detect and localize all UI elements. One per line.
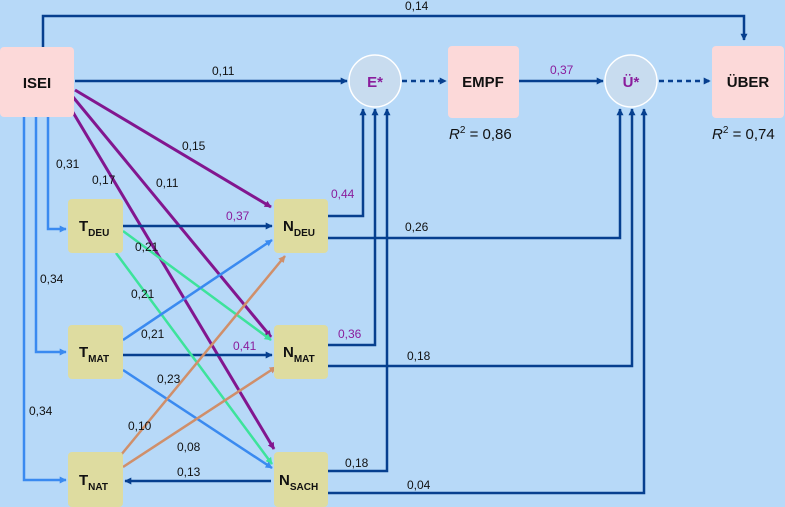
coef-ndeu-ue: 0,26 bbox=[405, 220, 429, 234]
node-ndeu-box bbox=[274, 199, 328, 253]
coef-tmat-ndeu: 0,21 bbox=[141, 327, 165, 341]
path-nsach-ue bbox=[328, 108, 648, 495]
coef-ndeu-e: 0,44 bbox=[331, 187, 355, 201]
node-nmat-label: NMAT bbox=[283, 344, 315, 365]
coef-tnat-ndeu: 0,10 bbox=[128, 419, 152, 433]
nodes: ISEI E* EMPF Ü* ÜBER TDEU TMAT TNAT NDEU… bbox=[0, 46, 784, 507]
node-e-label: E* bbox=[367, 74, 383, 91]
coef-isei-ueber: 0,14 bbox=[405, 0, 429, 13]
node-nsach-box bbox=[274, 452, 328, 507]
r2-ueber: R2 = 0,74 bbox=[712, 125, 775, 143]
coef-isei-tdeu: 0,31 bbox=[56, 157, 80, 171]
coef-isei-tnat: 0,34 bbox=[29, 404, 53, 418]
node-tdeu-label: TDEU bbox=[79, 218, 109, 239]
coefficient-labels: 0,14 0,11 0,37 0,15 0,17 0,11 0,31 0,34 … bbox=[29, 0, 574, 492]
coef-nmat-ue: 0,18 bbox=[407, 349, 431, 363]
node-isei-box bbox=[0, 47, 74, 117]
coef-nmat-e: 0,36 bbox=[338, 327, 362, 341]
coef-isei-e: 0,11 bbox=[212, 64, 235, 78]
node-nsach-label: NSACH bbox=[279, 472, 318, 493]
node-tmat-box bbox=[68, 325, 123, 379]
node-nmat-box bbox=[274, 325, 328, 379]
r2-empf: R2 = 0,86 bbox=[449, 125, 512, 143]
path-isei-tmat bbox=[34, 117, 67, 356]
path-ndeu-ue bbox=[328, 108, 624, 240]
path-tnat-ndeu bbox=[115, 255, 286, 462]
path-tnat-nmat bbox=[122, 365, 277, 469]
coef-tdeu-nsach: 0,21 bbox=[131, 287, 155, 301]
coef-tdeu-ndeu: 0,37 bbox=[226, 209, 250, 223]
path-isei-tdeu bbox=[46, 117, 67, 233]
path-ndeu-e bbox=[328, 108, 367, 218]
path-isei-ndeu bbox=[74, 88, 272, 209]
path-isei-ueber bbox=[41, 14, 748, 47]
node-ndeu-label: NDEU bbox=[283, 218, 315, 239]
node-e-latent bbox=[348, 54, 402, 108]
coef-isei-nsach: 0,17 bbox=[92, 173, 116, 187]
coef-nsach-e: 0,18 bbox=[345, 456, 369, 470]
node-ue-label: Ü* bbox=[623, 74, 640, 91]
node-empf-label: EMPF bbox=[462, 74, 504, 91]
coef-tmat-nsach: 0,23 bbox=[157, 372, 181, 386]
path-isei-tnat bbox=[22, 117, 67, 484]
paths bbox=[22, 14, 748, 495]
node-tnat-label: TNAT bbox=[79, 472, 108, 493]
coef-nsach-ue: 0,04 bbox=[407, 478, 431, 492]
node-empf-box bbox=[448, 46, 519, 118]
path-isei-nmat bbox=[71, 96, 273, 338]
coef-tdeu-nmat: 0,21 bbox=[135, 240, 159, 254]
node-tdeu-box bbox=[68, 199, 123, 253]
coef-nsach-tnat: 0,13 bbox=[177, 465, 201, 479]
node-tmat-label: TMAT bbox=[79, 344, 109, 365]
coef-tnat-nmat: 0,08 bbox=[177, 440, 201, 454]
node-isei-label: ISEI bbox=[23, 75, 51, 92]
coef-tmat-nmat: 0,41 bbox=[233, 339, 257, 353]
node-ue-latent bbox=[604, 54, 658, 108]
path-nsach-e bbox=[328, 108, 391, 473]
path-tmat-ndeu bbox=[122, 238, 273, 342]
node-ueber-label: ÜBER bbox=[727, 74, 770, 91]
path-tdeu-nsach bbox=[114, 252, 274, 465]
coef-empf-ue: 0,37 bbox=[550, 63, 574, 77]
coef-isei-ndeu: 0,15 bbox=[182, 139, 206, 153]
node-ueber-box bbox=[712, 46, 784, 118]
node-tnat-box bbox=[68, 452, 123, 507]
path-nmat-e bbox=[328, 108, 379, 347]
path-tdeu-nmat bbox=[122, 229, 272, 342]
coef-isei-tmat: 0,34 bbox=[40, 272, 64, 286]
coef-isei-nmat: 0,11 bbox=[156, 176, 179, 190]
path-isei-nsach bbox=[66, 103, 276, 450]
path-nmat-ue bbox=[328, 108, 636, 368]
